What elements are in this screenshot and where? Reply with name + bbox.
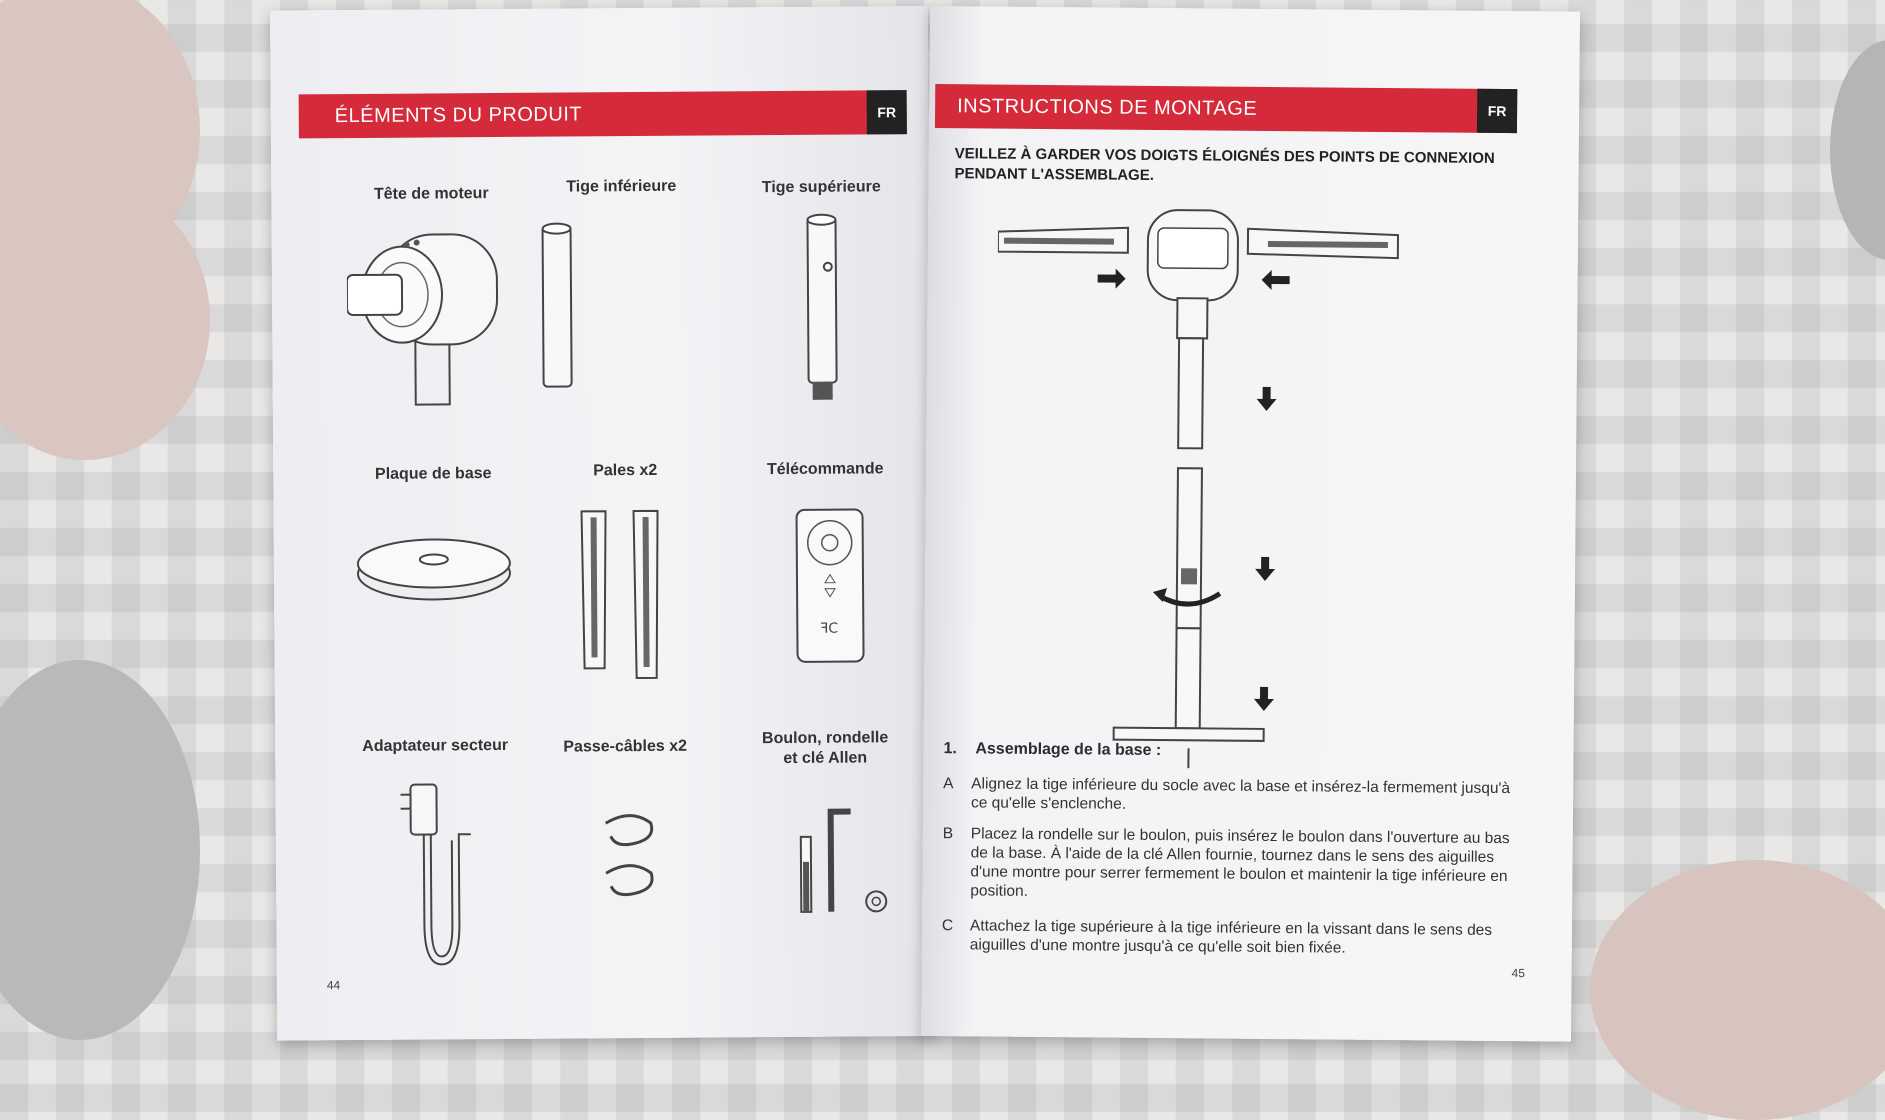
left-page: ÉLÉMENTS DU PRODUIT FR Tête de moteur Ti… [270, 6, 935, 1041]
item-label-motor-head: Tête de moteur [331, 185, 531, 204]
svg-text:ꟻC: ꟻC [820, 621, 838, 637]
substep-letter: B [943, 824, 954, 843]
item-label-base-plate: Plaque de base [333, 465, 533, 484]
item-label-bolt-line2: et clé Allen [783, 749, 867, 767]
left-page-header: ÉLÉMENTS DU PRODUIT FR [299, 90, 907, 138]
warning-line-2: PENDANT L'ASSEMBLAGE. [954, 165, 1154, 184]
tablecloth-heart-left [0, 180, 210, 460]
item-label-power-adapter: Adaptateur secteur [335, 737, 535, 756]
lower-rod-illustration [536, 218, 577, 398]
upper-rod-illustration [801, 212, 842, 412]
substep-letter: A [943, 774, 954, 793]
substep-a: A Alignez la tige inférieure du socle av… [943, 774, 1513, 817]
tablecloth-heart-top-right [1830, 40, 1885, 260]
item-label-bolt-washer-key: Boulon, rondelle et clé Allen [725, 728, 925, 769]
item-label-cable-clips: Passe-câbles x2 [525, 737, 725, 756]
item-label-upper-rod: Tige supérieure [721, 178, 921, 197]
item-label-bolt-line1: Boulon, rondelle [762, 729, 888, 747]
left-page-number: 44 [327, 978, 340, 992]
language-tag: FR [867, 90, 907, 134]
safety-warning: VEILLEZ À GARDER VOS DOIGTS ÉLOIGNÉS DES… [954, 144, 1514, 189]
motor-head-illustration [346, 214, 527, 415]
substep-text: Placez la rondelle sur le boulon, puis i… [970, 824, 1513, 905]
base-plate-illustration [354, 529, 515, 610]
assembly-diagram [993, 207, 1438, 771]
cable-clips-illustration [596, 808, 667, 928]
step-title: Assemblage de la base : [975, 740, 1161, 759]
right-page-title: INSTRUCTIONS DE MONTAGE [935, 95, 1477, 123]
substep-c: C Attachez la tige supérieure à la tige … [942, 916, 1512, 959]
power-adapter-illustration [380, 774, 491, 975]
right-page: INSTRUCTIONS DE MONTAGE FR VEILLEZ À GAR… [921, 6, 1580, 1042]
blades-illustration [573, 503, 674, 689]
step-number: 1. [943, 740, 971, 758]
item-label-lower-rod: Tige inférieure [521, 177, 721, 196]
substep-letter: C [942, 916, 953, 935]
open-manual: ÉLÉMENTS DU PRODUIT FR Tête de moteur Ti… [270, 6, 1580, 1046]
item-label-blades: Pales x2 [525, 461, 725, 480]
warning-line-1: VEILLEZ À GARDER VOS DOIGTS ÉLOIGNÉS DES… [955, 145, 1495, 167]
substep-b: B Placez la rondelle sur le boulon, puis… [942, 824, 1513, 905]
language-tag: FR [1477, 89, 1517, 133]
substep-text: Attachez la tige supérieure à la tige in… [970, 916, 1512, 959]
left-page-title: ÉLÉMENTS DU PRODUIT [299, 101, 867, 128]
substep-text: Alignez la tige inférieure du socle avec… [971, 774, 1513, 817]
right-page-number: 45 [1512, 966, 1525, 980]
bolt-washer-key-illustration [791, 801, 902, 932]
remote-control-illustration: ꟻC [791, 504, 872, 670]
step-1-heading: 1. Assemblage de la base : [943, 740, 1161, 760]
tablecloth-heart-right [1590, 860, 1885, 1120]
item-label-remote: Télécommande [725, 460, 925, 479]
tablecloth-heart-bottom-left [0, 660, 200, 1040]
right-page-header: INSTRUCTIONS DE MONTAGE FR [935, 84, 1517, 133]
